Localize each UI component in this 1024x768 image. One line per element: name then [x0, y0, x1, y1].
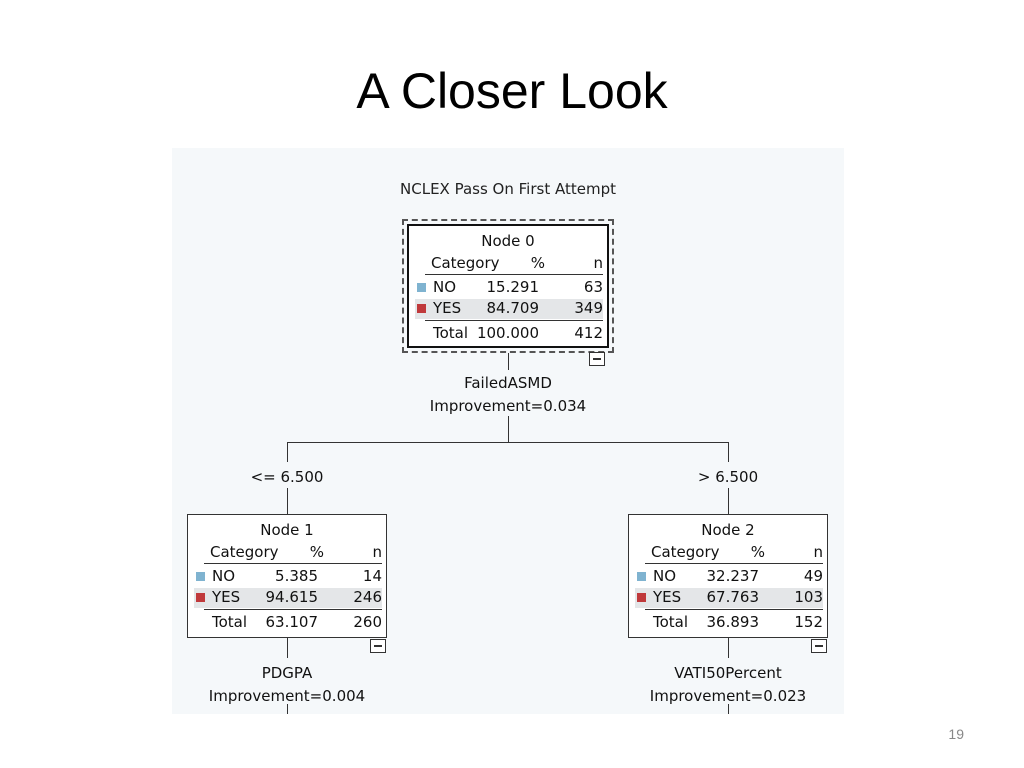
right-branch-line-bottom — [728, 488, 729, 514]
total-n: 152 — [794, 613, 823, 631]
node1-down-line — [287, 638, 288, 658]
total-percent: 100.000 — [476, 324, 539, 342]
percent-column-header: % — [530, 254, 545, 272]
category-column-header: Category — [431, 254, 500, 272]
node2-collapse-toggle[interactable] — [811, 639, 827, 653]
header-divider — [204, 563, 382, 564]
percent-value: 94.615 — [265, 588, 319, 606]
node0-collapse-toggle[interactable] — [589, 352, 605, 366]
n-column-header: n — [813, 543, 823, 561]
category-label: NO — [433, 278, 457, 296]
right-branch-label: > 6.500 — [697, 468, 759, 486]
node2-down-line — [728, 638, 729, 658]
left-branch-line-top — [287, 442, 288, 462]
total-label: Total — [653, 613, 689, 631]
page-number: 19 — [948, 726, 964, 742]
total-divider — [204, 609, 382, 610]
root-to-split-line — [508, 416, 509, 442]
total-divider — [425, 320, 603, 321]
tree-title: NCLEX Pass On First Attempt — [400, 180, 616, 198]
total-divider — [645, 609, 823, 610]
total-row: Total 63.107 260 — [194, 613, 382, 633]
left-branch-line-bottom — [287, 488, 288, 514]
node-header-row: Category % n — [415, 254, 603, 274]
category-column-header: Category — [651, 543, 720, 561]
node-name: Node 0 — [481, 232, 535, 250]
total-percent: 63.107 — [265, 613, 319, 631]
node-header-row: Category % n — [194, 543, 382, 563]
node0-split-variable: FailedASMD — [464, 374, 552, 392]
n-value: 49 — [803, 567, 823, 585]
node-name: Node 1 — [260, 521, 314, 539]
category-row-no: NO 15.291 63 — [415, 278, 603, 298]
total-n: 412 — [574, 324, 603, 342]
n-column-header: n — [593, 254, 603, 272]
percent-value: 67.763 — [706, 588, 760, 606]
node2-split-variable: VATI50Percent — [674, 664, 782, 682]
n-value: 63 — [583, 278, 603, 296]
tree-node-1[interactable]: Node 1 Category % n NO 5.385 14 YES 94.6… — [187, 514, 387, 638]
category-column-header: Category — [210, 543, 279, 561]
category-label: YES — [433, 299, 462, 317]
branch-horizontal-line — [287, 442, 729, 443]
total-row: Total 36.893 152 — [635, 613, 823, 633]
header-divider — [425, 274, 603, 275]
node2-split-improvement: Improvement=0.023 — [649, 687, 807, 705]
category-row-no: NO 5.385 14 — [194, 567, 382, 587]
node-name: Node 2 — [701, 521, 755, 539]
total-n: 260 — [353, 613, 382, 631]
yes-color-swatch — [196, 593, 205, 602]
n-value: 246 — [353, 588, 382, 606]
category-label: NO — [212, 567, 236, 585]
decision-tree-panel: NCLEX Pass On First Attempt Node 0 Categ… — [172, 148, 844, 714]
n-column-header: n — [372, 543, 382, 561]
node2-tail-line — [728, 704, 729, 714]
root-stem-line — [508, 353, 509, 370]
percent-value: 5.385 — [275, 567, 318, 585]
category-row-no: NO 32.237 49 — [635, 567, 823, 587]
percent-column-header: % — [750, 543, 765, 561]
yes-color-swatch — [417, 304, 426, 313]
category-label: YES — [212, 588, 241, 606]
category-row-yes: YES 94.615 246 — [194, 588, 382, 608]
node1-collapse-toggle[interactable] — [370, 639, 386, 653]
total-row: Total 100.000 412 — [415, 324, 603, 344]
n-value: 14 — [362, 567, 382, 585]
left-branch-label: <= 6.500 — [250, 468, 324, 486]
tree-node-2[interactable]: Node 2 Category % n NO 32.237 49 YES 67.… — [628, 514, 828, 638]
category-row-yes: YES 84.709 349 — [415, 299, 603, 319]
category-label: NO — [653, 567, 677, 585]
tree-node-0[interactable]: Node 0 Category % n NO 15.291 63 YES 84.… — [402, 219, 614, 353]
percent-value: 32.237 — [706, 567, 760, 585]
total-percent: 36.893 — [706, 613, 760, 631]
slide-title: A Closer Look — [356, 63, 668, 119]
n-value: 349 — [574, 299, 603, 317]
node1-split-variable: PDGPA — [261, 664, 313, 682]
header-divider — [645, 563, 823, 564]
no-color-swatch — [196, 572, 205, 581]
total-label: Total — [433, 324, 469, 342]
node0-split-improvement: Improvement=0.034 — [429, 397, 587, 415]
percent-value: 15.291 — [486, 278, 540, 296]
percent-value: 84.709 — [486, 299, 540, 317]
right-branch-line-top — [728, 442, 729, 462]
category-label: YES — [653, 588, 682, 606]
no-color-swatch — [637, 572, 646, 581]
category-row-yes: YES 67.763 103 — [635, 588, 823, 608]
node1-tail-line — [287, 704, 288, 714]
percent-column-header: % — [309, 543, 324, 561]
n-value: 103 — [794, 588, 823, 606]
total-label: Total — [212, 613, 248, 631]
no-color-swatch — [417, 283, 426, 292]
yes-color-swatch — [637, 593, 646, 602]
node1-split-improvement: Improvement=0.004 — [208, 687, 366, 705]
node-header-row: Category % n — [635, 543, 823, 563]
